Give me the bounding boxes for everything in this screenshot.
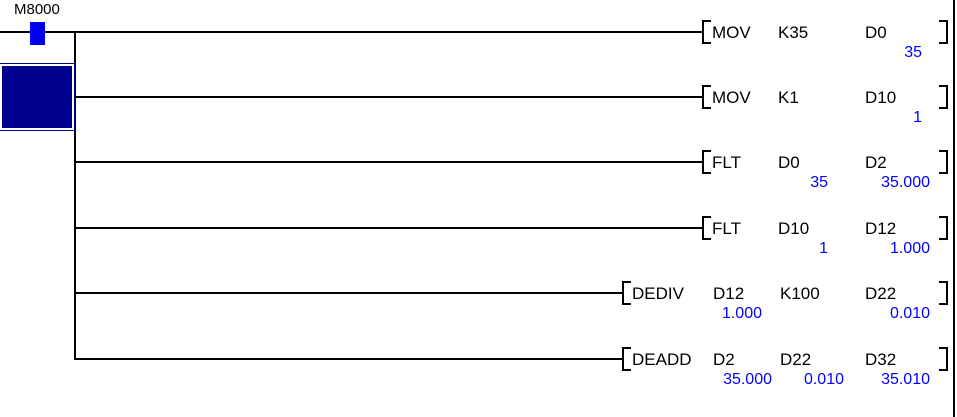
left-rail-wire-top	[0, 31, 30, 33]
monitor-value-5-1: 1.000	[721, 305, 762, 322]
instruction-bracket-close-3	[939, 150, 948, 174]
monitor-value-6-2: 0.010	[803, 371, 844, 388]
instruction-bracket-open-5	[622, 281, 631, 305]
instruction-operand-2-1[interactable]: K1	[778, 88, 799, 107]
rung-wire-4	[74, 227, 702, 229]
instruction-operand-5-3[interactable]: D22	[865, 284, 897, 303]
instruction-opcode-5[interactable]: DEDIV	[632, 284, 684, 303]
instruction-bracket-open-3	[702, 150, 711, 174]
contact-m8000-block[interactable]	[30, 22, 45, 45]
contact-m8000-label: M8000	[14, 1, 60, 18]
instruction-bracket-close-6	[939, 347, 948, 371]
rung-wire-2	[74, 96, 702, 98]
monitor-value-6-1: 35.000	[723, 371, 772, 388]
rung-wire-6	[74, 358, 622, 360]
monitor-value-6-3: 35.010	[881, 371, 930, 388]
instruction-operand-1-1[interactable]: K35	[778, 23, 809, 42]
instruction-opcode-1[interactable]: MOV	[712, 23, 751, 42]
monitor-value-4-2: 1.000	[889, 240, 930, 257]
instruction-bracket-open-4	[702, 216, 711, 240]
rung-wire-1	[74, 31, 702, 33]
instruction-bracket-close-2	[939, 85, 948, 109]
instruction-operand-2-2[interactable]: D10	[865, 88, 897, 107]
monitor-value-2-2: 1	[913, 109, 922, 126]
instruction-operand-5-1[interactable]: D12	[713, 284, 745, 303]
instruction-bracket-close-5	[939, 281, 948, 305]
contact-m8000[interactable]: M8000	[14, 2, 60, 46]
instruction-bracket-open-6	[622, 347, 631, 371]
branch-vertical-wire	[74, 31, 76, 360]
monitor-value-1-2: 35	[904, 44, 922, 61]
instruction-operand-1-2[interactable]: D0	[865, 23, 887, 42]
instruction-opcode-6[interactable]: DEADD	[632, 350, 692, 369]
instruction-operand-6-1[interactable]: D2	[713, 350, 735, 369]
monitor-value-3-1: 35	[810, 174, 828, 191]
rung-wire-5	[74, 292, 622, 294]
instruction-operand-5-2[interactable]: K100	[780, 284, 820, 303]
rung-wire-3	[74, 161, 702, 163]
instruction-operand-4-2[interactable]: D12	[865, 219, 897, 238]
instruction-opcode-2[interactable]: MOV	[712, 88, 751, 107]
instruction-operand-6-2[interactable]: D22	[780, 350, 812, 369]
right-power-rail	[953, 0, 955, 417]
instruction-bracket-close-1	[939, 20, 948, 44]
instruction-bracket-open-2	[702, 85, 711, 109]
instruction-bracket-open-1	[702, 20, 711, 44]
monitor-value-4-1: 1	[819, 240, 828, 257]
instruction-opcode-3[interactable]: FLT	[712, 153, 741, 172]
instruction-operand-3-2[interactable]: D2	[865, 153, 887, 172]
instruction-operand-6-3[interactable]: D32	[865, 350, 897, 369]
monitor-value-5-3: 0.010	[889, 305, 930, 322]
contact-output-wire	[45, 31, 76, 33]
instruction-operand-4-1[interactable]: D10	[778, 219, 810, 238]
instruction-operand-3-1[interactable]: D0	[778, 153, 800, 172]
editor-cursor-selection[interactable]	[0, 63, 75, 131]
instruction-opcode-4[interactable]: FLT	[712, 219, 741, 238]
monitor-value-3-2: 35.000	[881, 174, 930, 191]
instruction-bracket-close-4	[939, 216, 948, 240]
